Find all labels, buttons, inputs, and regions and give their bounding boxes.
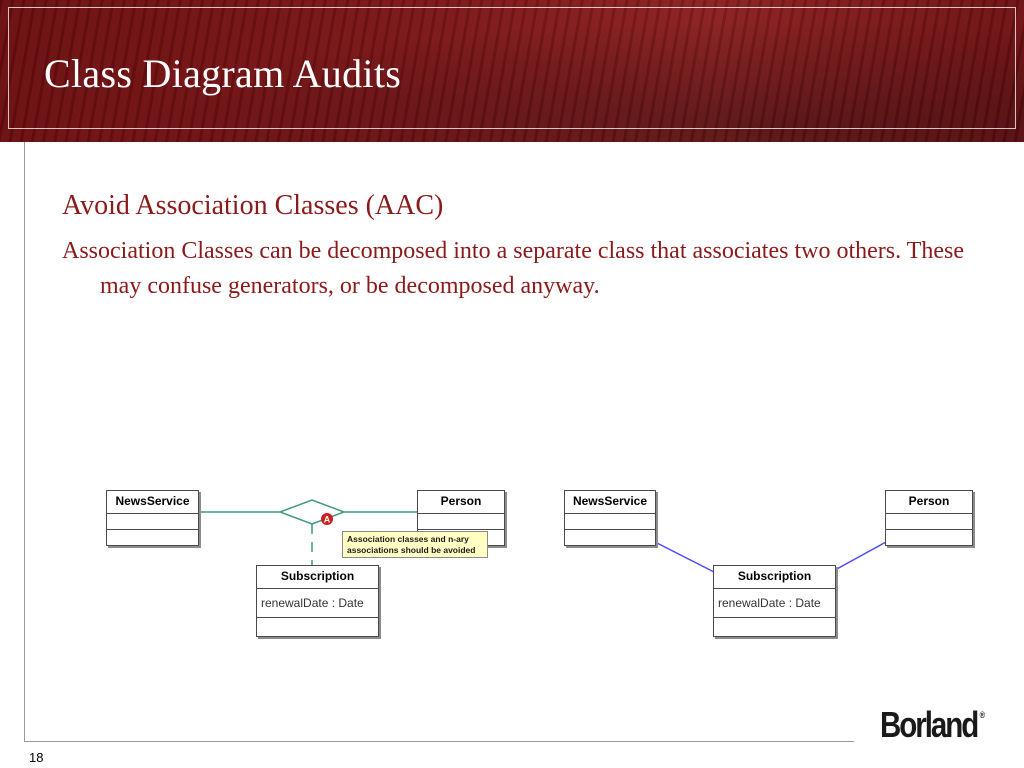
operations-compartment <box>714 618 835 636</box>
bottom-rule <box>24 741 854 742</box>
class-name: NewsService <box>107 491 198 514</box>
attribute-renewal-date: renewalDate : Date <box>718 596 821 610</box>
operations-compartment <box>107 530 198 545</box>
operations-compartment <box>886 530 972 545</box>
class-name: Person <box>418 491 504 514</box>
audit-warning-icon <box>321 513 333 525</box>
class-name: NewsService <box>565 491 655 514</box>
note-line-2: associations should be avoided <box>347 545 476 555</box>
slide-subtitle: Avoid Association Classes (AAC) <box>62 190 444 221</box>
class-news-service-left[interactable]: NewsService <box>106 490 199 546</box>
attributes-compartment <box>107 514 198 530</box>
class-news-service-right[interactable]: NewsService <box>564 490 656 546</box>
title-banner: Class Diagram Audits <box>0 0 1024 142</box>
class-name: Subscription <box>257 566 378 589</box>
slide-title: Class Diagram Audits <box>44 51 402 96</box>
class-subscription-left[interactable]: Subscription renewalDate : Date <box>256 565 379 637</box>
attributes-compartment <box>565 514 655 530</box>
logo-wordmark: Borland <box>880 704 979 745</box>
operations-compartment <box>565 530 655 545</box>
left-rule <box>24 142 25 742</box>
operations-compartment <box>257 618 378 636</box>
class-person-right[interactable]: Person <box>885 490 973 546</box>
note-line-1: Association classes and n-ary <box>347 534 469 544</box>
association-diamond <box>277 499 347 525</box>
banner-texture <box>0 0 1024 142</box>
assoc-line-right-a <box>654 541 715 573</box>
attribute-renewal-date: renewalDate : Date <box>261 596 364 610</box>
banner-frame <box>8 7 1016 129</box>
attributes-compartment <box>418 514 504 530</box>
audit-note: Association classes and n-ary associatio… <box>342 531 488 558</box>
assoc-line-right-b <box>834 541 887 571</box>
attributes-compartment <box>886 514 972 530</box>
class-subscription-right[interactable]: Subscription renewalDate : Date <box>713 565 836 637</box>
attributes-compartment: renewalDate : Date <box>257 589 378 618</box>
class-name: Person <box>886 491 972 514</box>
slide-number: 18 <box>29 750 44 765</box>
slide-body-text: Association Classes can be decomposed in… <box>62 238 964 299</box>
class-name: Subscription <box>714 566 835 589</box>
borland-logo: Borland® <box>880 704 986 746</box>
audit-marker-label: A <box>324 515 331 525</box>
attributes-compartment: renewalDate : Date <box>714 589 835 618</box>
registered-mark: ® <box>979 710 986 720</box>
